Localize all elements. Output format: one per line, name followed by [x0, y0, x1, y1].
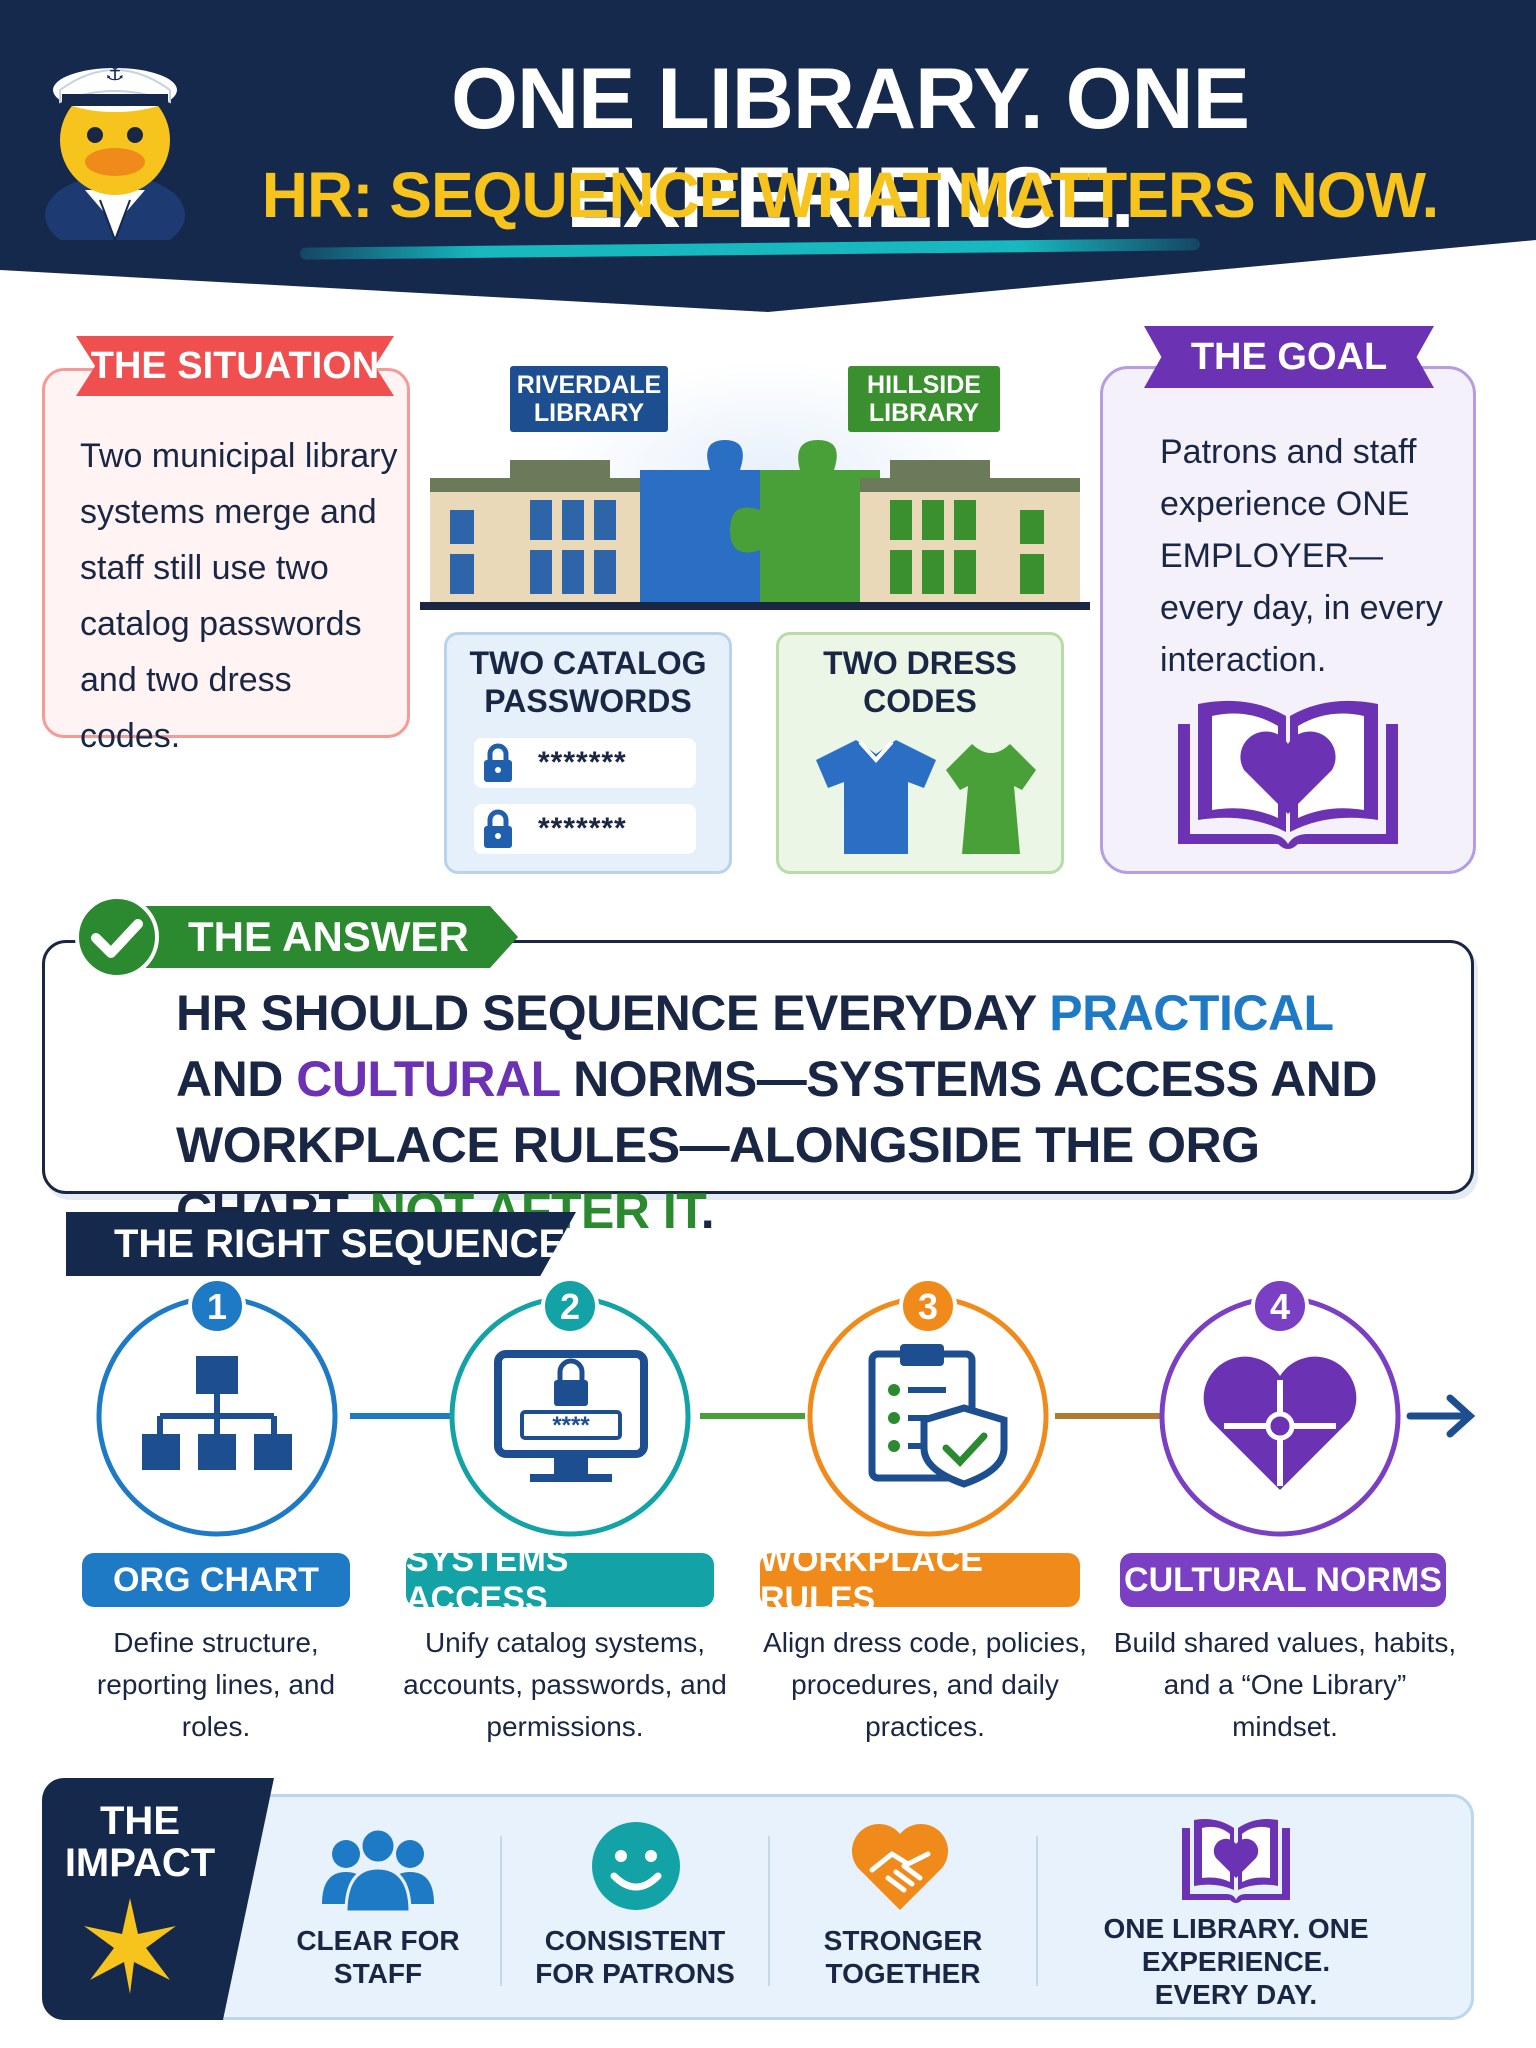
step-2-monitor-lock-icon: **** [449, 1295, 691, 1537]
impact-divider [500, 1836, 502, 1986]
impact-title: THE IMPACT [64, 1799, 216, 1885]
monitor-password-text: **** [552, 1412, 590, 1439]
step-1-org-chart-icon [96, 1295, 338, 1537]
step-2-description: Unify catalog systems, accounts, passwor… [403, 1627, 727, 1742]
impact-one-library: ONE LIBRARY. ONE EXPERIENCE. EVERY DAY. [1103, 1913, 1369, 2010]
smiley-icon [592, 1822, 680, 1910]
answer-card [42, 940, 1474, 1194]
checkmark-icon [75, 895, 159, 979]
step-number-3: 3 [918, 1286, 938, 1327]
situation-card [42, 368, 410, 738]
book-heart-icon [1178, 700, 1398, 849]
answer-tag: THE ANSWER [118, 906, 518, 968]
step-3-description: Align dress code, policies, procedures, … [763, 1627, 1087, 1742]
page-subtitle: HR: SEQUENCE WHAT MATTERS NOW. [261, 159, 1439, 231]
step-3-label: WORKPLACE RULES [760, 1541, 1080, 1618]
password-mask-2: ******* [538, 812, 627, 845]
passwords-title: TWO CATALOG PASSWORDS [469, 645, 707, 719]
impact-clear-for-staff: CLEAR FOR STAFF [296, 1925, 460, 1989]
impact-stronger-together: STRONGER TOGETHER [823, 1925, 983, 1989]
situation-text: Two municipal library systems merge and … [80, 437, 398, 755]
step-number-2: 2 [560, 1286, 580, 1327]
answer-practical: PRACTICAL [1049, 985, 1333, 1041]
answer-part2: AND [176, 1051, 297, 1107]
sequence-steps-diagram: **** 1 2 3 4 [96, 1277, 1476, 1537]
lock-icon [484, 743, 512, 782]
sequence-tag: THE RIGHT SEQUENCE [66, 1212, 576, 1276]
step-3-number: 3 [899, 1277, 957, 1335]
step-number-4: 4 [1270, 1286, 1290, 1327]
password-mask-1: ******* [538, 746, 627, 779]
merging-libraries-puzzle-icon [420, 440, 1090, 610]
step-2-label: SYSTEMS ACCESS [406, 1541, 714, 1618]
goal-tag: THE GOAL [1144, 326, 1434, 388]
sailor-duck-mascot-icon: ⚓ [45, 61, 185, 240]
people-icon [322, 1827, 434, 1914]
sequence-arrow-icon [1406, 1394, 1476, 1438]
step-3-clipboard-shield-icon [807, 1295, 1049, 1537]
password-field-1: ******* [474, 738, 696, 788]
impact-divider [768, 1836, 770, 1986]
step-1-label: ORG CHART [82, 1553, 350, 1607]
svg-text:⚓: ⚓ [105, 61, 125, 86]
step-4-number: 4 [1251, 1277, 1309, 1335]
step-1-number: 1 [188, 1277, 246, 1335]
dress-codes-title: TWO DRESS CODES [823, 645, 1017, 719]
star-burst-icon [84, 1898, 176, 1994]
goal-text: Patrons and staff experience ONE EMPLOYE… [1160, 433, 1443, 679]
step-4-description: Build shared values, habits, and a “One … [1113, 1627, 1457, 1742]
step-number-1: 1 [207, 1286, 227, 1327]
hillside-library-tag: HILLSIDE LIBRARY [848, 366, 1000, 432]
book-heart-icon [1182, 1819, 1290, 1903]
lock-icon [484, 809, 512, 848]
password-field-2: ******* [474, 804, 696, 854]
step-2-number: 2 [541, 1277, 599, 1335]
shirts-icon [816, 740, 1036, 854]
impact-card [42, 1794, 1474, 2020]
step-4-puzzle-heart-icon [1159, 1295, 1401, 1537]
answer-end: . [700, 1183, 715, 1239]
step-4-label: CULTURAL NORMS [1120, 1553, 1446, 1607]
riverdale-library-tag: RIVERDALE LIBRARY [510, 366, 668, 432]
handshake-heart-icon [851, 1823, 949, 1910]
impact-divider [1036, 1836, 1038, 1986]
page-title: ONE LIBRARY. ONE EXPERIENCE. [451, 51, 1250, 246]
step-1-description: Define structure, reporting lines, and r… [96, 1627, 336, 1742]
header-banner [0, 0, 1536, 312]
answer-cultural: CULTURAL [296, 1051, 560, 1107]
answer-part1: HR SHOULD SEQUENCE EVERYDAY [176, 985, 1050, 1041]
answer-statement: HR SHOULD SEQUENCE EVERYDAY PRACTICAL AN… [176, 980, 1436, 1244]
impact-consistent-for-patrons: CONSISTENT FOR PATRONS [535, 1925, 735, 1989]
situation-tag: THE SITUATION [76, 336, 394, 396]
